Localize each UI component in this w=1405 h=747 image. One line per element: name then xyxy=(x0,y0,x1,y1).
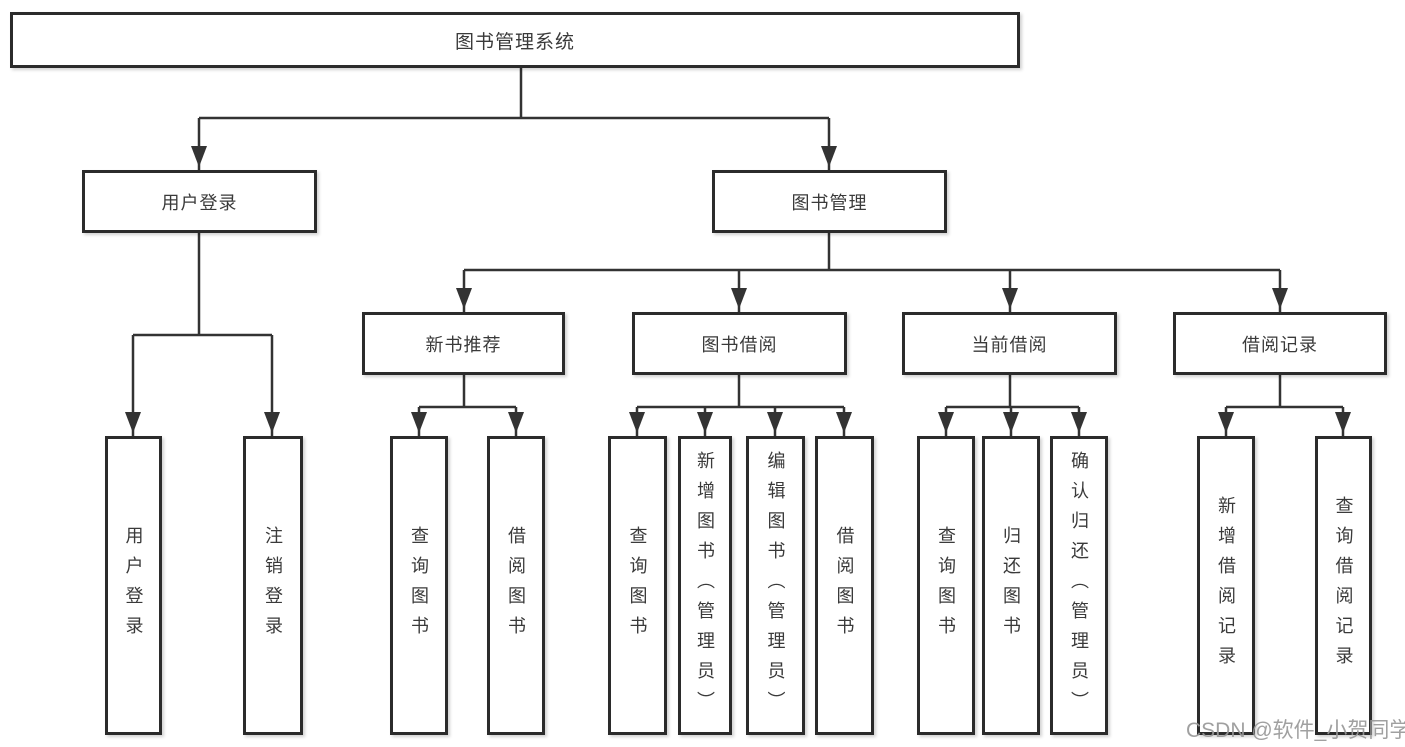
node-new-book-recommend: 新书推荐 xyxy=(362,312,565,375)
node-user-login-branch: 用户登录 xyxy=(82,170,317,233)
node-root-label: 图书管理系统 xyxy=(454,31,575,53)
node-user-login-branch-label: 用户登录 xyxy=(161,192,238,213)
leaf-borrow-books-2-label: 借阅图书 xyxy=(834,525,855,646)
leaf-logout: 注销登录 xyxy=(243,436,303,735)
leaf-borrow-books-1: 借阅图书 xyxy=(487,436,545,735)
node-borrow-records: 借阅记录 xyxy=(1173,312,1387,375)
leaf-query-books-1: 查询图书 xyxy=(390,436,448,735)
leaf-return-books-label: 归还图书 xyxy=(1001,525,1021,646)
leaf-query-books-2-label: 查询图书 xyxy=(627,525,648,646)
leaf-query-borrow-record: 查询借阅记录 xyxy=(1315,436,1372,735)
leaf-query-books-2: 查询图书 xyxy=(608,436,667,735)
node-borrow-records-label: 借阅记录 xyxy=(1242,334,1318,355)
node-book-borrow: 图书借阅 xyxy=(632,312,847,375)
leaf-query-books-1-label: 查询图书 xyxy=(409,525,429,646)
leaf-borrow-books-2: 借阅图书 xyxy=(815,436,874,735)
leaf-add-books-admin: 新增图书（管理员） xyxy=(678,436,732,735)
leaf-add-borrow-record: 新增借阅记录 xyxy=(1197,436,1255,735)
node-root: 图书管理系统 xyxy=(10,12,1020,68)
node-new-book-recommend-label: 新书推荐 xyxy=(425,334,502,355)
node-current-borrow-label: 当前借阅 xyxy=(971,334,1048,355)
node-book-management: 图书管理 xyxy=(712,170,947,233)
leaf-edit-books-admin: 编辑图书（管理员） xyxy=(746,436,805,735)
node-book-borrow-label: 图书借阅 xyxy=(701,334,778,355)
csdn-watermark: CSDN @软件_小贺同学 xyxy=(1186,719,1405,742)
leaf-borrow-books-1-label: 借阅图书 xyxy=(506,525,526,646)
node-current-borrow: 当前借阅 xyxy=(902,312,1117,375)
leaf-edit-books-admin-label: 编辑图书（管理员） xyxy=(765,450,786,721)
leaf-add-books-admin-label: 新增图书（管理员） xyxy=(695,450,715,721)
leaf-confirm-return-admin-label: 确认归还（管理员） xyxy=(1069,450,1089,721)
leaf-confirm-return-admin: 确认归还（管理员） xyxy=(1050,436,1108,735)
leaf-user-login-label: 用户登录 xyxy=(123,525,144,646)
leaf-logout-label: 注销登录 xyxy=(263,525,283,646)
leaf-add-borrow-record-label: 新增借阅记录 xyxy=(1216,495,1236,676)
leaf-query-borrow-record-label: 查询借阅记录 xyxy=(1333,495,1354,676)
leaf-query-books-3: 查询图书 xyxy=(917,436,975,735)
leaf-query-books-3-label: 查询图书 xyxy=(936,525,956,646)
node-book-management-label: 图书管理 xyxy=(791,192,868,213)
leaf-return-books: 归还图书 xyxy=(982,436,1040,735)
leaf-user-login: 用户登录 xyxy=(105,436,162,735)
